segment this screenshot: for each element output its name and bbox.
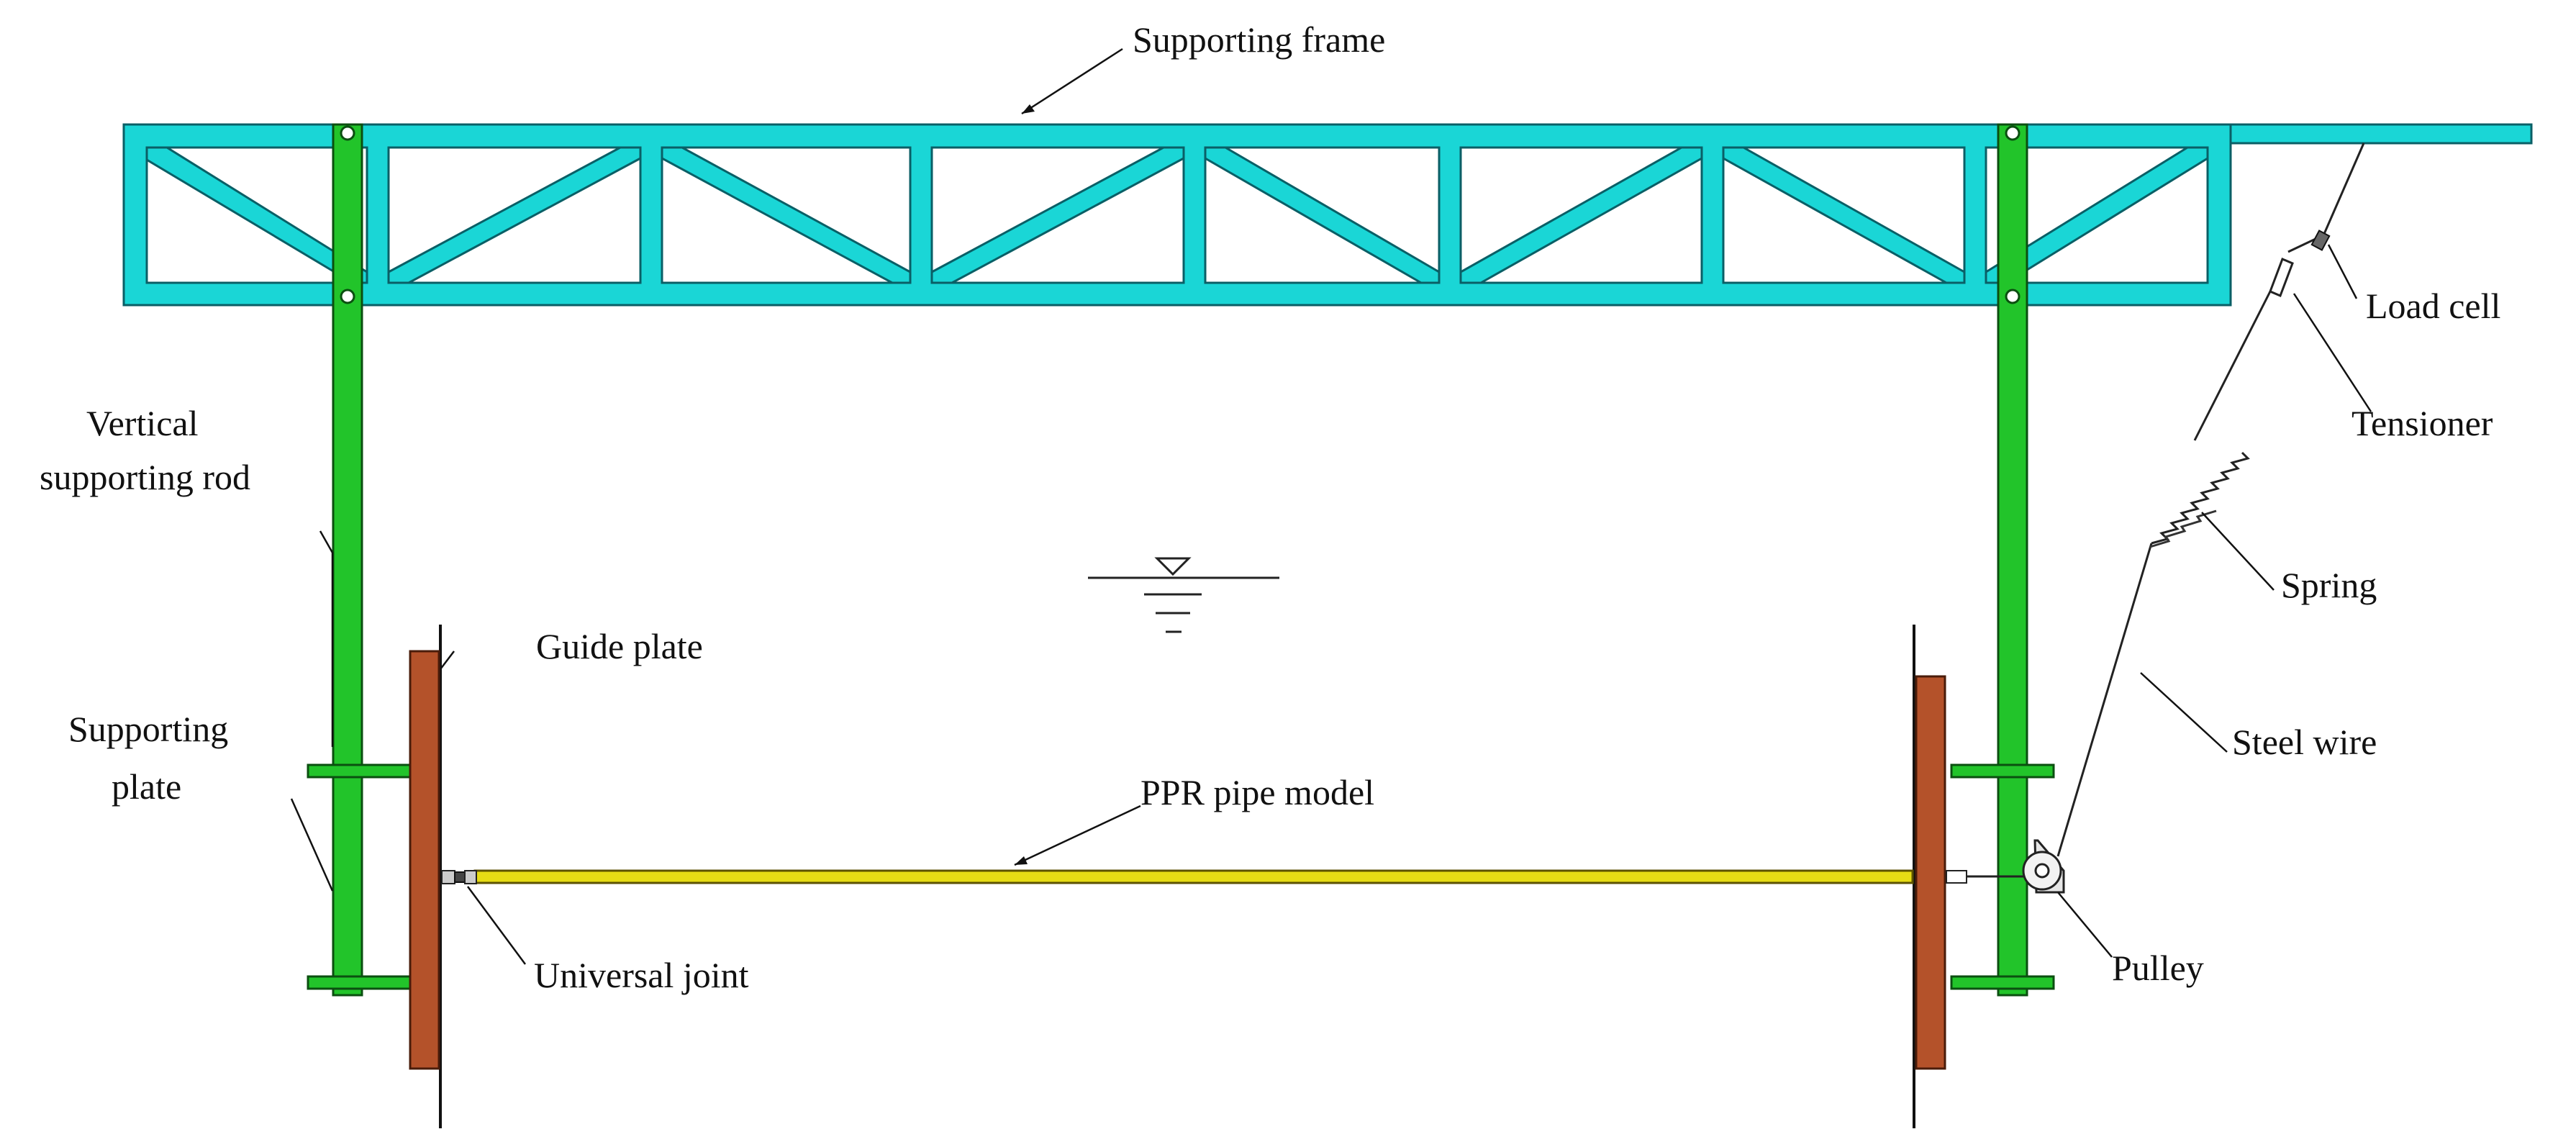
supporting-plates-right — [1950, 763, 2055, 990]
water-level-icon — [1088, 557, 1279, 633]
pulley — [2022, 839, 2065, 894]
label-supporting-frame: Supporting frame — [1133, 19, 1385, 60]
leader-lines — [290, 47, 2372, 965]
vertical-supporting-rod-right — [1997, 123, 2028, 997]
label-vertical-rod-line2: supporting rod — [40, 457, 250, 497]
label-universal-joint: Universal joint — [534, 955, 749, 995]
universal-joint — [441, 870, 477, 884]
frame-extension-arm — [2218, 123, 2533, 145]
label-steel-wire: Steel wire — [2232, 722, 2377, 762]
right-connector — [1946, 870, 2029, 884]
label-vertical-rod-line1: Vertical — [86, 403, 198, 443]
bolt-icon — [340, 289, 355, 304]
load-cell — [2310, 230, 2331, 251]
labels: Supporting frame Vertical supporting rod… — [40, 19, 2500, 995]
steel-wire — [2056, 142, 2365, 857]
guide-plate-left — [409, 625, 442, 1128]
label-supporting-plate-line1: Supporting — [68, 709, 228, 749]
bolt-icon — [2005, 125, 2021, 141]
label-tensioner: Tensioner — [2351, 403, 2493, 443]
tensioner — [2269, 258, 2294, 297]
guide-plate-right — [1913, 625, 1946, 1128]
label-pulley: Pulley — [2112, 948, 2204, 988]
ppr-pipe-model — [473, 869, 1914, 884]
bolt-icon — [2005, 289, 2021, 304]
frame-diagonals — [145, 146, 2209, 284]
vertical-supporting-rod-left — [332, 123, 363, 997]
supporting-frame — [122, 123, 2533, 307]
label-load-cell: Load cell — [2366, 286, 2500, 326]
spring — [2149, 451, 2250, 548]
label-ppr-pipe-model: PPR pipe model — [1140, 772, 1374, 812]
label-guide-plate: Guide plate — [536, 626, 703, 666]
label-spring: Spring — [2281, 565, 2377, 605]
bolt-icon — [340, 125, 355, 141]
label-supporting-plate-line2: plate — [112, 766, 181, 807]
